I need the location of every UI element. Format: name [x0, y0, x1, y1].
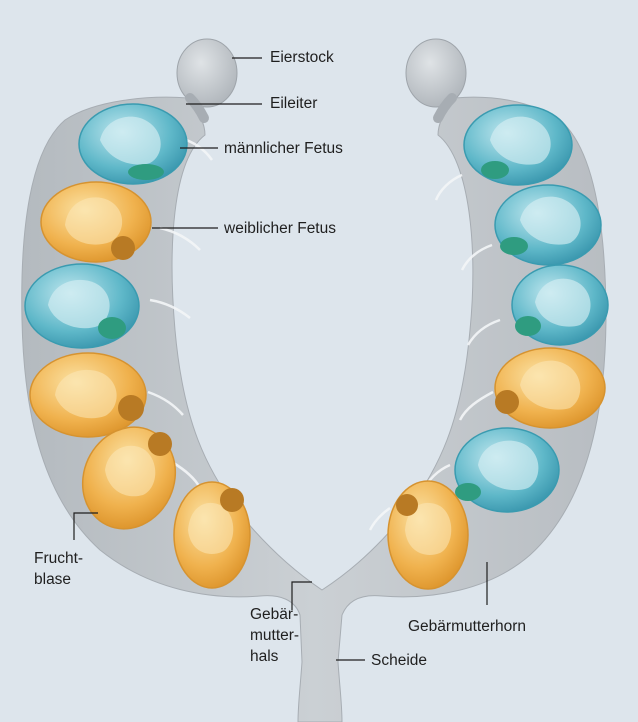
- left-sac-3-male: [25, 264, 139, 348]
- label-gebaermutterhals: Gebär- mutter- hals: [250, 604, 299, 667]
- left-sac-4-female: [30, 353, 146, 437]
- label-scheide: Scheide: [371, 650, 427, 671]
- label-fruchtblase-line-2: blase: [34, 569, 83, 590]
- label-gebaermutterhals-line-1: Gebär-: [250, 604, 299, 625]
- right-sac-5-male: [455, 428, 559, 512]
- label-gebaermutterhorn: Gebärmutterhorn: [408, 616, 526, 637]
- right-sac-3-male: [512, 265, 608, 345]
- label-eierstock: Eierstock: [270, 47, 334, 68]
- left-sac-1-male: [79, 104, 187, 184]
- label-gebaermutterhals-line-2: mutter-: [250, 625, 299, 646]
- label-maennlicher-fetus: männlicher Fetus: [224, 138, 343, 159]
- label-gebaermutterhals-line-3: hals: [250, 646, 299, 667]
- label-weiblicher-fetus: weiblicher Fetus: [224, 218, 336, 239]
- right-sac-6-female: [388, 481, 468, 589]
- label-fruchtblase: Frucht- blase: [34, 548, 83, 590]
- right-sac-4-female: [495, 348, 605, 428]
- right-sac-1-male: [464, 105, 572, 185]
- left-sac-2-female: [41, 182, 151, 262]
- left-sac-6-female: [174, 482, 250, 588]
- right-sac-2-male: [495, 185, 601, 265]
- right-ovary: [406, 39, 466, 107]
- label-eileiter: Eileiter: [270, 93, 317, 114]
- label-fruchtblase-line-1: Frucht-: [34, 548, 83, 569]
